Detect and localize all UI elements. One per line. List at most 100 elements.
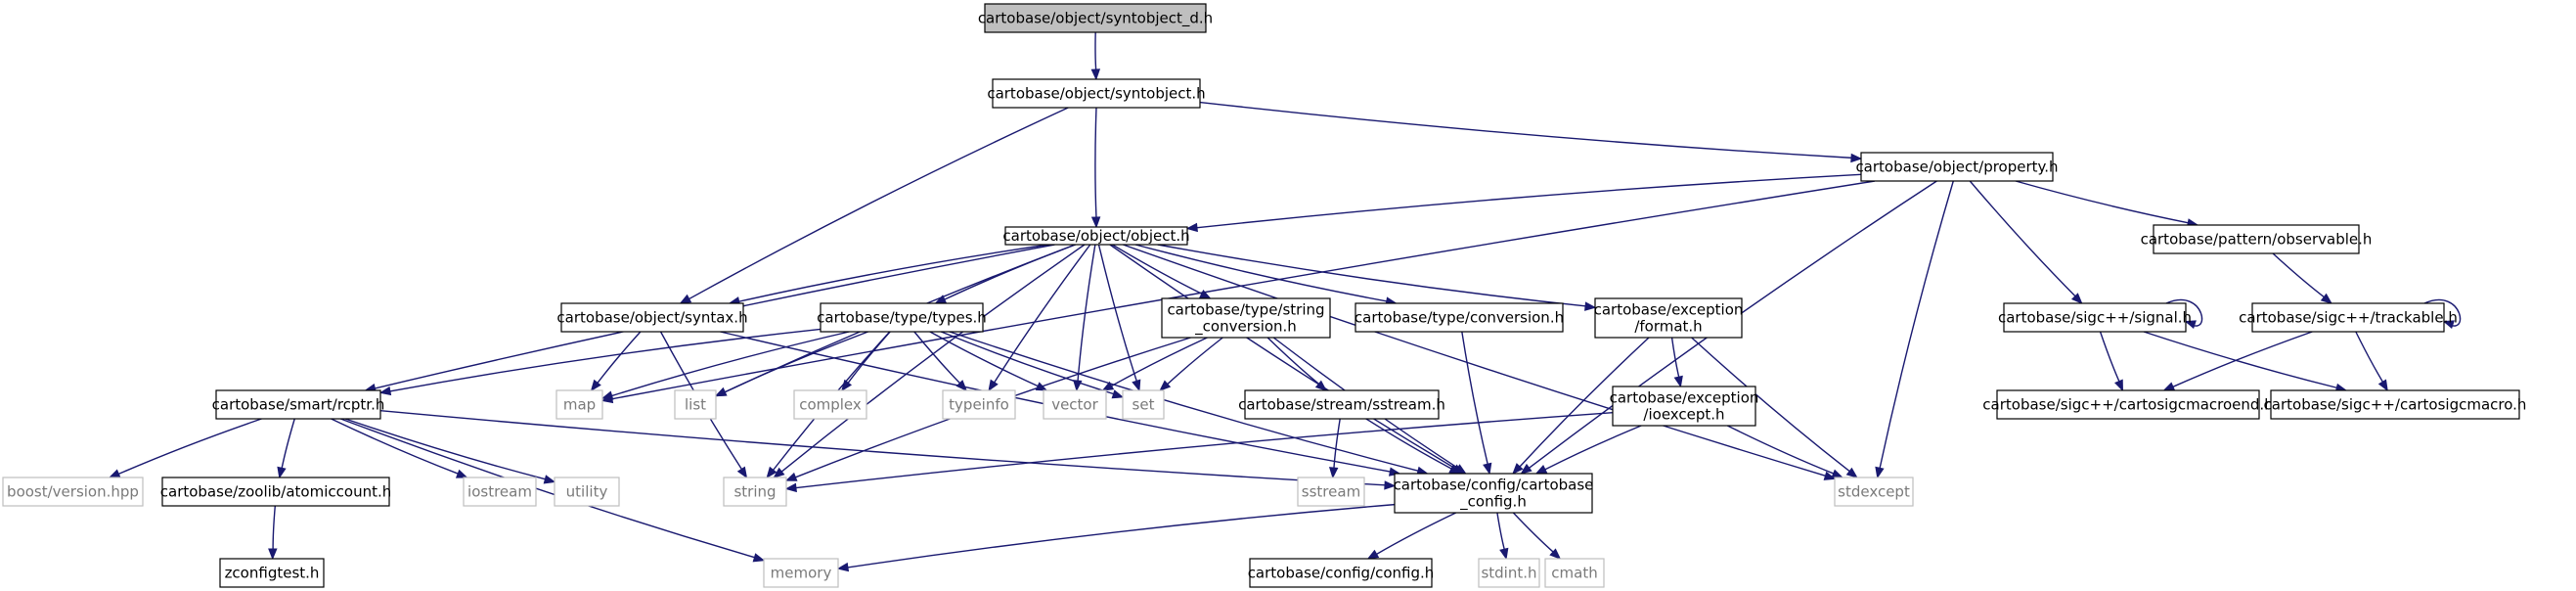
- edge-ioexcept-to-string: [784, 412, 1614, 493]
- node-box: [1478, 558, 1540, 588]
- node-box: [2270, 389, 2520, 420]
- node-syntobject[interactable]: cartobase/object/syntobject.h: [987, 78, 1206, 109]
- node-format[interactable]: cartobase/exception/format.h: [1594, 297, 1744, 339]
- node-box: [1834, 477, 1914, 507]
- node-cartosigcmacro[interactable]: cartobase/sigc++/cartosigcmacro.h: [2264, 389, 2527, 420]
- edge-sstream_h-to-cartobase_config: [1365, 418, 1461, 475]
- edge-object-to-typeinfo: [988, 244, 1091, 392]
- edge-string_conversion-to-set: [1159, 337, 1223, 391]
- node-label: cartobase/object/syntobject_d.h: [978, 10, 1213, 28]
- node-box: [763, 558, 839, 588]
- node-syntobject-d[interactable]: cartobase/object/syntobject_d.h: [978, 3, 1213, 33]
- node-config[interactable]: cartobase/config/config.h: [1248, 558, 1435, 588]
- node-label: iostream: [467, 483, 532, 501]
- node-box: [1161, 297, 1331, 339]
- node-stdint: stdint.h: [1478, 558, 1540, 588]
- edge-object-to-string_conversion: [1112, 244, 1212, 299]
- node-property[interactable]: cartobase/object/property.h: [1855, 152, 2059, 182]
- node-label: memory: [771, 565, 832, 582]
- edge-syntobject_d-to-syntobject: [1090, 31, 1101, 81]
- node-label: /ioexcept.h: [1643, 406, 1724, 424]
- node-label: set: [1133, 396, 1155, 414]
- node-box: [942, 389, 1016, 420]
- node-box: [215, 389, 381, 420]
- node-box: [554, 477, 620, 507]
- node-box: [793, 389, 867, 420]
- node-label: stdexcept: [1838, 483, 1910, 501]
- node-ioexcept[interactable]: cartobase/exception/ioexcept.h: [1610, 386, 1759, 427]
- node-label: cartobase/stream/sstream.h: [1238, 396, 1445, 414]
- edge-property-to-observable: [2015, 180, 2199, 228]
- edge-rcptr-to-atomiccount: [277, 418, 295, 479]
- node-conversion[interactable]: cartobase/type/conversion.h: [1355, 302, 1564, 333]
- node-box: [992, 78, 1201, 109]
- node-set: set: [1122, 389, 1165, 420]
- node-cartobase-config[interactable]: cartobase/config/cartobase_config.h: [1394, 473, 1594, 514]
- node-box: [560, 302, 744, 333]
- node-observable[interactable]: cartobase/pattern/observable.h: [2141, 224, 2373, 254]
- node-label: /format.h: [1634, 318, 1702, 336]
- edge-rcptr-to-memory: [340, 418, 766, 563]
- node-box: [984, 3, 1207, 33]
- node-box: [820, 302, 984, 333]
- node-complex: complex: [793, 389, 867, 420]
- node-label: cartobase/config/cartobase: [1394, 477, 1594, 494]
- node-stdexcept: stdexcept: [1834, 477, 1914, 507]
- node-box: [2003, 302, 2187, 333]
- node-label: map: [563, 396, 596, 414]
- edge-rcptr-to-utility: [344, 418, 556, 484]
- node-label: cartobase/object/object.h: [1002, 227, 1189, 245]
- edge-signal-to-cartosigcmacroend: [2099, 331, 2123, 392]
- edge-types-to-list: [714, 331, 868, 397]
- edge-object-to-string: [773, 244, 1086, 478]
- edge-conversion-to-cartobase_config: [1461, 331, 1492, 476]
- node-label: cartobase/exception: [1610, 389, 1759, 407]
- node-rcptr[interactable]: cartobase/smart/rcptr.h: [212, 389, 385, 420]
- edge-cartobase_config-to-stdint: [1496, 512, 1509, 561]
- node-iostream: iostream: [463, 477, 537, 507]
- node-box: [1394, 473, 1593, 514]
- node-box: [1594, 297, 1743, 339]
- node-label: cartobase/sigc++/cartosigcmacroend.h: [1982, 396, 2273, 414]
- node-label: cartobase/type/string: [1167, 301, 1324, 319]
- node-box: [723, 477, 787, 507]
- edges-layer: [108, 31, 2462, 572]
- node-label: cartobase/type/types.h: [817, 309, 987, 327]
- node-box: [1544, 558, 1605, 588]
- edge-types-to-vector: [929, 331, 1048, 391]
- edge-sstream_h-to-sstream: [1328, 418, 1341, 479]
- node-string-conversion[interactable]: cartobase/type/string_conversion.h: [1161, 297, 1331, 339]
- edge-signal-to-cartosigcmacro: [2143, 331, 2348, 393]
- node-atomiccount[interactable]: cartobase/zoolib/atomiccount.h: [160, 477, 391, 507]
- node-types[interactable]: cartobase/type/types.h: [817, 302, 987, 333]
- node-box: [1244, 389, 1440, 420]
- node-label: cartobase/object/syntobject.h: [987, 85, 1205, 103]
- edge-types-to-rcptr: [378, 328, 822, 396]
- node-label: boost/version.hpp: [7, 483, 139, 501]
- node-box: [161, 477, 390, 507]
- node-typeinfo: typeinfo: [942, 389, 1016, 420]
- node-box: [2, 477, 144, 507]
- node-signal[interactable]: cartobase/sigc++/signal.h: [1998, 302, 2192, 333]
- edge-syntobject-to-object: [1090, 107, 1101, 229]
- node-label: typeinfo: [949, 396, 1009, 414]
- node-trackable[interactable]: cartobase/sigc++/trackable.h: [2239, 302, 2458, 333]
- node-memory: memory: [763, 558, 839, 588]
- node-zconfigtest[interactable]: zconfigtest.h: [219, 558, 325, 588]
- node-boost-version: boost/version.hpp: [2, 477, 144, 507]
- node-label: cmath: [1551, 565, 1597, 582]
- node-sstream-h[interactable]: cartobase/stream/sstream.h: [1238, 389, 1445, 420]
- edge-rcptr-to-boost_version: [108, 418, 262, 478]
- edge-syntobject-to-property: [1199, 101, 1863, 163]
- node-box: [1612, 386, 1756, 427]
- node-label: vector: [1051, 396, 1098, 414]
- node-cartosigcmacroend[interactable]: cartobase/sigc++/cartosigcmacroend.h: [1982, 389, 2274, 420]
- node-object[interactable]: cartobase/object/object.h: [1002, 226, 1190, 246]
- node-vector: vector: [1043, 389, 1107, 420]
- edge-syntax-to-map: [590, 331, 642, 392]
- edge-format-to-ioexcept: [1670, 337, 1683, 388]
- node-syntax[interactable]: cartobase/object/syntax.h: [556, 302, 748, 333]
- node-box: [674, 389, 717, 420]
- edge-property-to-stdexcept: [1875, 180, 1954, 479]
